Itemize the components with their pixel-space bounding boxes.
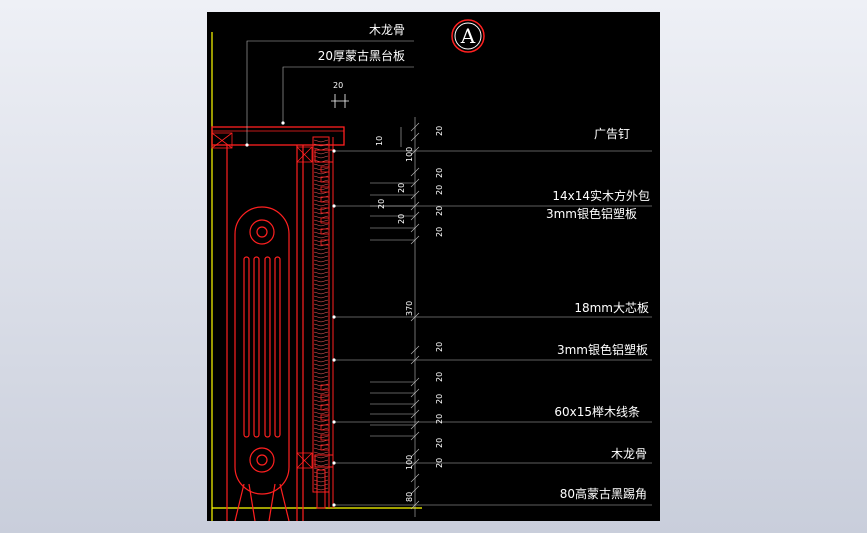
wood-molding-flutes bbox=[320, 166, 330, 451]
dim-right-0: 20 bbox=[435, 126, 444, 136]
dim-right-9: 20 bbox=[435, 438, 444, 448]
leader-lines bbox=[246, 40, 652, 506]
dim-20-a: 20 bbox=[397, 183, 406, 193]
dim-right-5: 20 bbox=[435, 342, 444, 352]
radiator bbox=[234, 206, 290, 521]
dim-10: 10 bbox=[375, 136, 384, 146]
label-beech-molding: 60x15榉木线条 bbox=[554, 405, 640, 419]
dim-100-top: 100 bbox=[405, 147, 414, 162]
outer-cladding bbox=[314, 137, 334, 509]
label-aluminum-panel-1: 3mm银色铝塑板 bbox=[546, 206, 637, 221]
top-timber-block bbox=[211, 132, 233, 149]
cad-viewport[interactable]: 20 A 木龙骨 20厚蒙古黑台板 广告钉 14x14实木方外包 3mm银色铝塑… bbox=[207, 12, 660, 521]
dim-right-8: 20 bbox=[435, 414, 444, 424]
top-dimension-marker bbox=[331, 94, 349, 108]
timber-keel-blocks bbox=[296, 146, 313, 469]
dim-right-10: 20 bbox=[435, 458, 444, 468]
dim-100-bottom: 100 bbox=[405, 455, 414, 470]
dim-right-4: 20 bbox=[435, 227, 444, 237]
dim-right-6: 20 bbox=[435, 372, 444, 382]
dim-right-2: 20 bbox=[435, 185, 444, 195]
dim-right-1: 20 bbox=[435, 168, 444, 178]
label-aluminum-panel-2: 3mm银色铝塑板 bbox=[557, 342, 648, 357]
label-blockboard: 18mm大芯板 bbox=[574, 301, 649, 315]
top-dimension-label: 20 bbox=[333, 81, 343, 90]
dim-right-3: 20 bbox=[435, 206, 444, 216]
label-skirting: 80高蒙古黑踢角 bbox=[560, 486, 647, 501]
label-advertising-nail: 广告钉 bbox=[594, 127, 630, 141]
detail-callout: A bbox=[451, 19, 485, 53]
dim-right-7: 20 bbox=[435, 394, 444, 404]
section-drawing: 20 A 木龙骨 20厚蒙古黑台板 广告钉 14x14实木方外包 3mm银色铝塑… bbox=[211, 19, 652, 521]
label-timber-keel-bottom: 木龙骨 bbox=[611, 447, 647, 461]
dim-370: 370 bbox=[405, 301, 414, 316]
board-hatching bbox=[312, 136, 330, 493]
dim-80: 80 bbox=[405, 492, 414, 502]
label-timber-keel-top: 木龙骨 bbox=[369, 23, 405, 37]
label-solid-wood-cover: 14x14实木方外包 bbox=[552, 188, 650, 203]
dim-20-c: 20 bbox=[397, 214, 406, 224]
detail-callout-letter: A bbox=[460, 24, 476, 48]
label-countertop: 20厚蒙古黑台板 bbox=[318, 48, 405, 63]
dim-20-b: 20 bbox=[377, 199, 386, 209]
